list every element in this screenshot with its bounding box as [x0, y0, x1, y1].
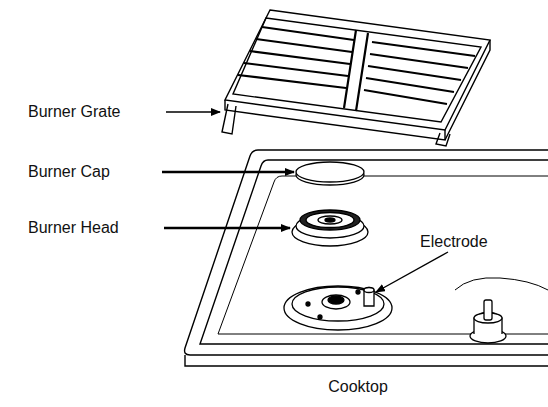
electrode: [364, 288, 374, 307]
part-label: Burner Grate: [28, 103, 120, 121]
burner-grate: [222, 10, 490, 146]
burner-head: [292, 210, 368, 246]
part-label: Cooktop: [328, 378, 388, 396]
grate-bars: [238, 27, 475, 111]
part-label: Electrode: [420, 233, 488, 251]
part-label: Burner Cap: [28, 163, 110, 181]
cooktop-outline: [185, 150, 548, 366]
part-label: Burner Head: [28, 219, 119, 237]
burner-base: [284, 286, 392, 330]
control-knob: [470, 300, 506, 343]
leader-arrows: [162, 112, 448, 292]
burner-cap: [296, 162, 364, 185]
